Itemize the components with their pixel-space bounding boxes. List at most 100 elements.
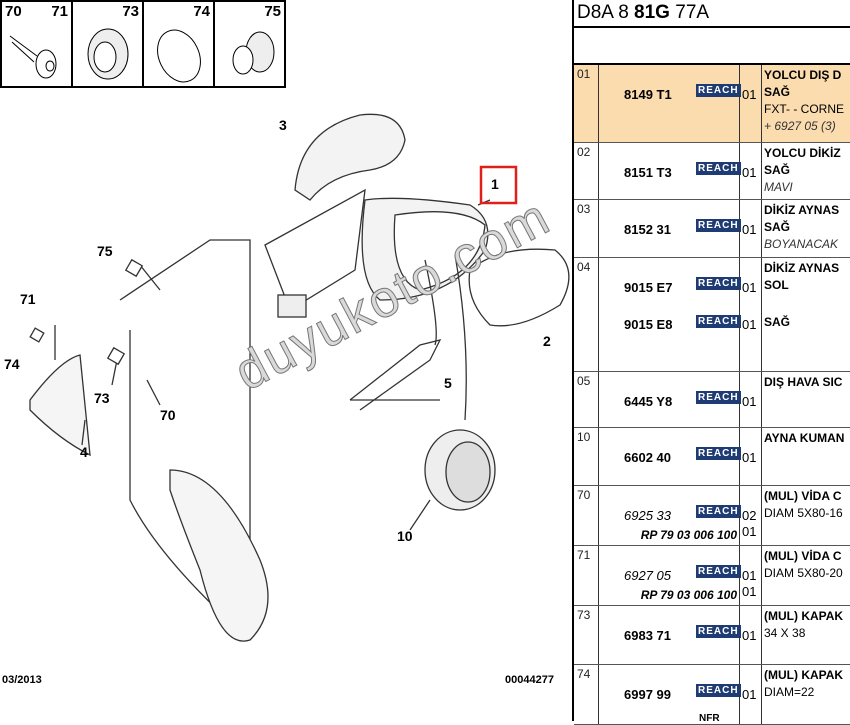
part-number-cell: 6925 33 REACH RP 79 03 006 100 — [599, 486, 741, 545]
reach-badge: REACH — [696, 277, 741, 290]
quantity: 01 — [742, 687, 757, 702]
quantity: 01 — [742, 317, 757, 332]
quantity: 01 — [742, 222, 757, 237]
description-line: YOLCU DİKİZ — [764, 146, 841, 160]
part-number[interactable]: 6927 05 — [624, 568, 671, 583]
part-number[interactable]: 6983 71 — [624, 628, 671, 643]
description-cell: DIŞ HAVA SIC — [762, 372, 850, 427]
table-row[interactable]: 74 6997 99 REACH NFR 01 (MUL) KAPAK DIAM=22 — [574, 665, 850, 725]
reach-badge: REACH — [696, 684, 741, 697]
part-number[interactable]: 6445 Y8 — [624, 394, 673, 409]
thumb-grommet[interactable]: 73 — [73, 2, 144, 86]
extra-note: NFR — [699, 713, 720, 724]
thumb-cap[interactable]: 74 — [144, 2, 215, 86]
quantity: 01 — [742, 87, 757, 102]
diagram-date: 03/2013 — [2, 674, 42, 686]
part-number[interactable]: 9015 E7 — [624, 280, 673, 295]
thumb-label: 73 — [122, 3, 139, 20]
reach-badge: REACH — [696, 447, 741, 460]
description-line: (MUL) KAPAK — [764, 668, 844, 682]
item-index: 10 — [574, 428, 599, 485]
thumb-label: 74 — [193, 3, 210, 20]
quantity: 01 — [742, 568, 757, 583]
description-line: (MUL) KAPAK — [764, 609, 844, 623]
part-number-cell: 8152 31 REACH — [599, 200, 741, 257]
rp-reference: RP 79 03 006 100 — [640, 528, 737, 542]
thumb-bushing[interactable]: 75 — [215, 2, 284, 86]
callout-1[interactable]: 1 — [491, 176, 499, 192]
quantity-cell: 01 — [740, 665, 762, 724]
quantity: 02 — [742, 508, 757, 523]
description-line: (MUL) VİDA C — [764, 489, 842, 503]
callout-74[interactable]: 74 — [4, 356, 20, 372]
description-line: SOL — [764, 278, 789, 292]
cap-icon — [157, 29, 201, 83]
rp-reference: RP 79 03 006 100 — [640, 588, 737, 602]
description-line: BOYANACAK — [764, 237, 839, 251]
quantity-cell: 01 — [740, 606, 762, 664]
reach-badge: REACH — [696, 219, 741, 232]
thumb-screw[interactable]: 70 71 — [2, 2, 73, 86]
part-number[interactable]: 9015 E8 — [624, 317, 673, 332]
item-index: 71 — [574, 546, 599, 605]
quantity: 01 — [742, 524, 757, 539]
description-line: DIAM=22 — [764, 685, 815, 699]
description-line: DİKİZ AYNAS — [764, 203, 840, 217]
description-line: SAĞ — [764, 315, 791, 329]
reach-badge: REACH — [696, 565, 741, 578]
reach-badge: REACH — [696, 162, 741, 175]
reach-badge: REACH — [696, 625, 741, 638]
part-number[interactable]: 6602 40 — [624, 450, 671, 465]
description-cell: YOLCU DİKİZ SAĞ MAVI — [762, 143, 850, 199]
quantity-cell: 01 — [740, 428, 762, 485]
description-line: MAVI — [764, 180, 793, 194]
callout-5[interactable]: 5 — [444, 375, 452, 391]
reach-badge: REACH — [696, 315, 741, 328]
description-line: + 6927 05 (3) — [764, 119, 836, 133]
part-number[interactable]: 8152 31 — [624, 222, 671, 237]
callout-10[interactable]: 10 — [397, 528, 413, 544]
callout-73[interactable]: 73 — [94, 390, 110, 406]
item-index: 74 — [574, 665, 599, 724]
quantity: 01 — [742, 450, 757, 465]
part-number[interactable]: 6925 33 — [624, 508, 671, 523]
part-number-cell: 6602 40 REACH — [599, 428, 741, 485]
callout-3[interactable]: 3 — [279, 117, 287, 133]
part-number[interactable]: 8149 T1 — [624, 87, 672, 102]
item-index: 73 — [574, 606, 599, 664]
callout-2[interactable]: 2 — [543, 333, 551, 349]
item-index: 01 — [574, 65, 599, 142]
description-line: DIAM 5X80-16 — [764, 506, 843, 520]
part-number-cell: 6927 05 REACH RP 79 03 006 100 — [599, 546, 741, 605]
description-line: SAĞ — [764, 163, 791, 177]
part-number-cell: 6997 99 REACH NFR — [599, 665, 741, 724]
reach-badge: REACH — [696, 84, 741, 97]
callout-71[interactable]: 71 — [20, 291, 36, 307]
diagram-ref: 00044277 — [505, 674, 554, 686]
table-header — [574, 28, 850, 65]
callout-70[interactable]: 70 — [160, 407, 176, 423]
description-line: SAĞ — [764, 220, 791, 234]
part-number[interactable]: 6997 99 — [624, 687, 671, 702]
parts-diagram: 70 71 73 74 75 1 2 3 4 5 10 70 71 73 74 … — [0, 0, 570, 686]
part-number[interactable]: 8151 T3 — [624, 165, 672, 180]
hardware-thumbnails: 70 71 73 74 75 — [0, 0, 286, 88]
description-line: DIAM 5X80-20 — [764, 566, 843, 580]
reach-badge: REACH — [696, 505, 741, 518]
callout-4[interactable]: 4 — [80, 444, 88, 460]
description-cell: (MUL) KAPAK DIAM=22 — [762, 665, 850, 724]
quantity: 01 — [742, 628, 757, 643]
callout-75[interactable]: 75 — [97, 243, 113, 259]
